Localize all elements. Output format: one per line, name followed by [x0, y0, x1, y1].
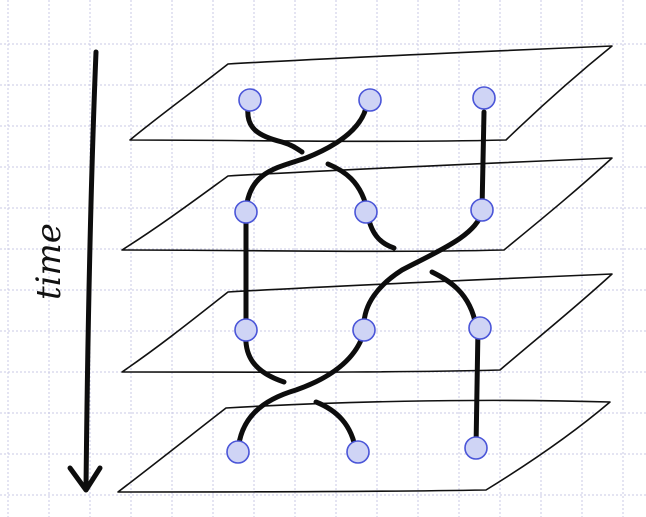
- particle-nodes: [226, 86, 496, 464]
- particle-node: [346, 440, 370, 464]
- particle-node: [234, 318, 258, 342]
- time-slice-plane-3: [121, 273, 613, 373]
- particle-node: [238, 88, 262, 112]
- particle-node: [472, 86, 496, 110]
- time-slice-plane-1: [129, 45, 613, 143]
- strand-segment: [473, 325, 481, 451]
- strand-segment: [361, 209, 485, 333]
- strand-segment: [479, 109, 487, 213]
- particle-node: [352, 318, 376, 342]
- time-planes: [117, 45, 613, 493]
- time-axis-label: time: [29, 223, 69, 300]
- particle-node: [464, 436, 488, 460]
- particle-node: [468, 316, 492, 340]
- particle-node: [354, 200, 378, 224]
- particle-node: [358, 88, 382, 112]
- strand-segment: [235, 329, 367, 455]
- particle-node: [234, 200, 258, 224]
- time-slice-plane-4: [117, 399, 611, 493]
- down-arrow-icon: [67, 49, 103, 493]
- time-slice-plane-2: [121, 157, 613, 253]
- particle-node: [470, 198, 494, 222]
- particle-node: [226, 440, 250, 464]
- strand-segment: [243, 105, 369, 215]
- strand-segment: [245, 105, 305, 155]
- strand-segment: [429, 269, 479, 329]
